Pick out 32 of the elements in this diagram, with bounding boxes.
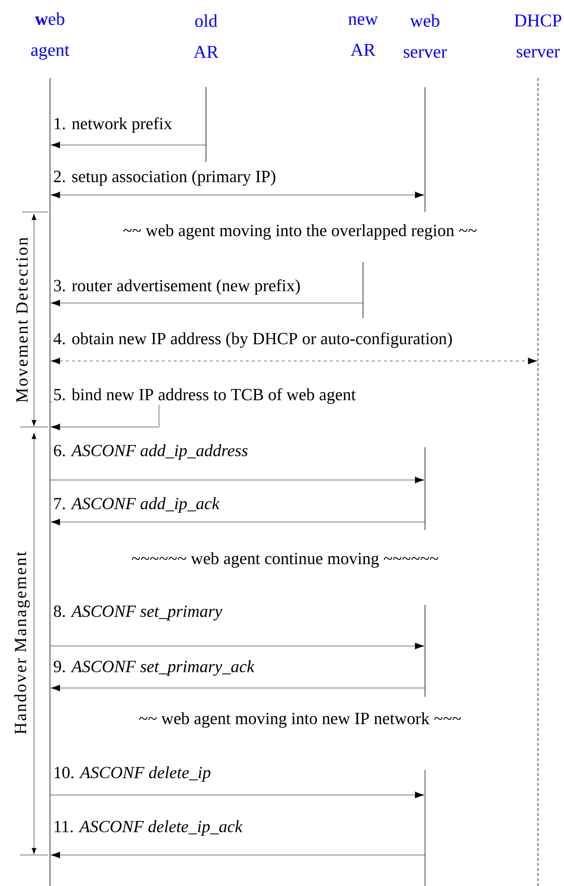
message-label: 11. ASCONF delete_ip_ack	[52, 819, 244, 837]
note-text: ~~~~~~ web agent continue moving ~~~~~~	[132, 552, 438, 568]
message-arrow	[50, 852, 426, 858]
message-label: 6. ASCONF add_ip_address	[52, 443, 250, 461]
participant-label: web agent	[31, 12, 70, 60]
message-label: 10. ASCONF delete_ip	[52, 765, 212, 783]
message-arrow	[50, 684, 426, 692]
participant-label: new AR	[348, 16, 378, 56]
message-label: 7. ASCONF add_ip_ack	[52, 496, 221, 514]
message-label: 9. ASCONF set_primary_ack	[52, 659, 256, 677]
participant-label: web server	[404, 14, 447, 58]
message-label: 8. ASCONF set_primary	[52, 604, 224, 622]
message-label: 5. bind new IP address to TCB of web agent	[52, 387, 357, 405]
message-arrow	[50, 642, 424, 650]
message-arrow	[50, 358, 538, 364]
message-arrow	[50, 192, 424, 198]
message-arrow	[50, 792, 424, 798]
lifeline	[362, 262, 364, 318]
message-arrow	[50, 476, 424, 484]
note-text: ~~ web agent moving into new IP network ~~~	[139, 712, 461, 728]
message-arrow	[50, 300, 364, 306]
message-label: 4. obtain new IP address (by DHCP or auto-configuration)	[52, 331, 454, 349]
message-arrow	[50, 142, 206, 148]
note-text: ~~ web agent moving into the overlapped region ~~	[123, 224, 477, 240]
participant-label: DHCP server	[514, 14, 562, 58]
message-label: 3. router advertisement (new prefix)	[52, 278, 302, 296]
message-label: 1. network prefix	[52, 116, 174, 134]
message-arrow	[50, 518, 426, 526]
phase-label: Handover Management	[13, 550, 31, 736]
phase-label: Movement Detection	[15, 236, 29, 404]
participant-label: old AR	[194, 14, 218, 58]
message-label: 2. setup association (primary IP)	[52, 169, 278, 187]
